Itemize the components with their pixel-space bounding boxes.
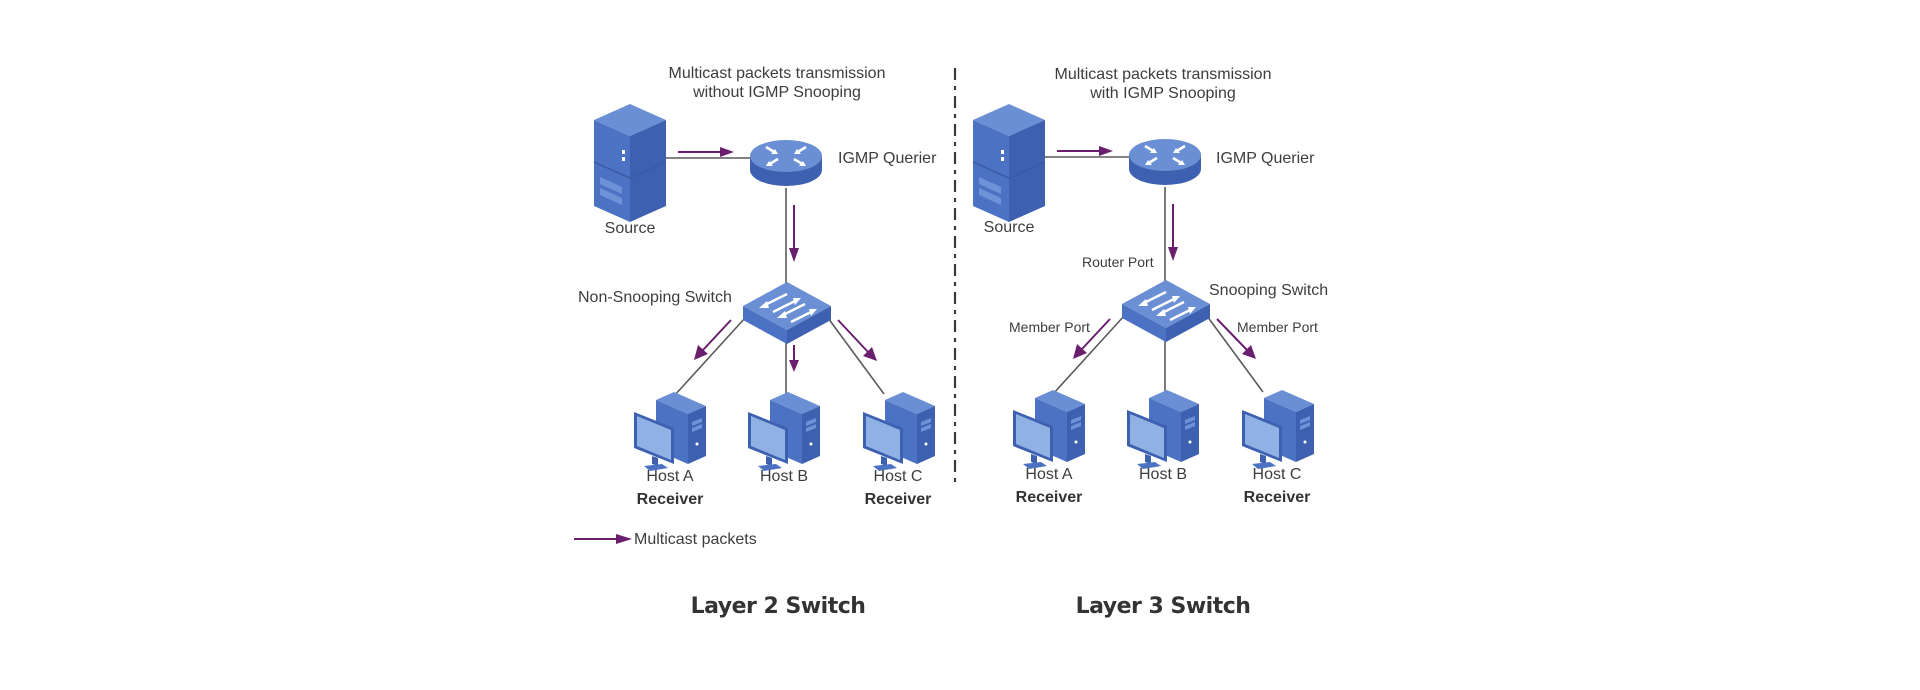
- right-title-line2: with IGMP Snooping: [1089, 85, 1236, 102]
- link-switch-hostA: [1052, 315, 1125, 395]
- packet-arrow-source-querier: [1057, 146, 1113, 156]
- hostA-role: Receiver: [1016, 489, 1083, 506]
- querier-label: IGMP Querier: [838, 150, 937, 167]
- arrow-right-icon: [574, 534, 632, 544]
- hostC-name: Host C: [874, 468, 923, 485]
- snooping-switch-icon: [1120, 278, 1212, 344]
- packet-arrow-switch-hostC: [1216, 318, 1256, 359]
- packet-arrow-source-querier: [678, 147, 734, 157]
- hostC-role: Receiver: [1244, 489, 1311, 506]
- source-label: Source: [605, 220, 656, 237]
- left-panel: Multicast packets transmission without I…: [574, 65, 937, 619]
- querier-label: IGMP Querier: [1216, 150, 1315, 167]
- hostA-computer-icon: [1013, 390, 1085, 469]
- packet-arrow-querier-switch: [789, 205, 799, 262]
- hostC-role: Receiver: [865, 491, 932, 508]
- packet-arrow-querier-switch: [1168, 204, 1178, 261]
- right-caption: Layer 3 Switch: [1076, 594, 1251, 619]
- right-title-line1: Multicast packets transmission: [1055, 66, 1272, 83]
- right-panel: Multicast packets transmission with IGMP…: [972, 66, 1328, 619]
- switch-label: Snooping Switch: [1209, 282, 1328, 299]
- source-server-icon: [593, 103, 667, 223]
- switch-label: Non-Snooping Switch: [578, 289, 732, 306]
- hostB-computer-icon: [748, 392, 820, 471]
- legend: Multicast packets: [574, 531, 757, 548]
- packet-arrow-switch-hostA: [1073, 318, 1111, 359]
- querier-router-icon: [1127, 137, 1203, 187]
- packet-arrow-switch-hostA: [694, 319, 732, 360]
- link-switch-hostA: [673, 317, 746, 397]
- packet-arrow-switch-hostC: [837, 319, 877, 361]
- hostA-role: Receiver: [637, 491, 704, 508]
- router-port-label: Router Port: [1082, 254, 1154, 270]
- hostB-computer-icon: [1127, 390, 1199, 469]
- hostA-name: Host A: [646, 468, 693, 485]
- hostC-computer-icon: [863, 392, 935, 471]
- hostC-name: Host C: [1253, 466, 1302, 483]
- left-title-line1: Multicast packets transmission: [669, 65, 886, 82]
- left-title-line2: without IGMP Snooping: [692, 84, 861, 101]
- member-port-left-label: Member Port: [1009, 319, 1090, 335]
- link-switch-hostC: [827, 317, 885, 395]
- non-snooping-switch-icon: [741, 280, 833, 346]
- hostA-name: Host A: [1025, 466, 1072, 483]
- source-label: Source: [984, 219, 1035, 236]
- packet-arrow-switch-hostB: [789, 345, 799, 372]
- hostA-computer-icon: [634, 392, 706, 471]
- querier-router-icon: [748, 138, 824, 188]
- legend-label: Multicast packets: [634, 531, 757, 548]
- hostB-name: Host B: [1139, 466, 1187, 483]
- left-caption: Layer 2 Switch: [691, 594, 866, 619]
- source-server-icon: [972, 103, 1046, 223]
- member-port-right-label: Member Port: [1237, 319, 1318, 335]
- hostC-computer-icon: [1242, 390, 1314, 469]
- link-switch-hostC: [1206, 315, 1264, 393]
- hostB-name: Host B: [760, 468, 808, 485]
